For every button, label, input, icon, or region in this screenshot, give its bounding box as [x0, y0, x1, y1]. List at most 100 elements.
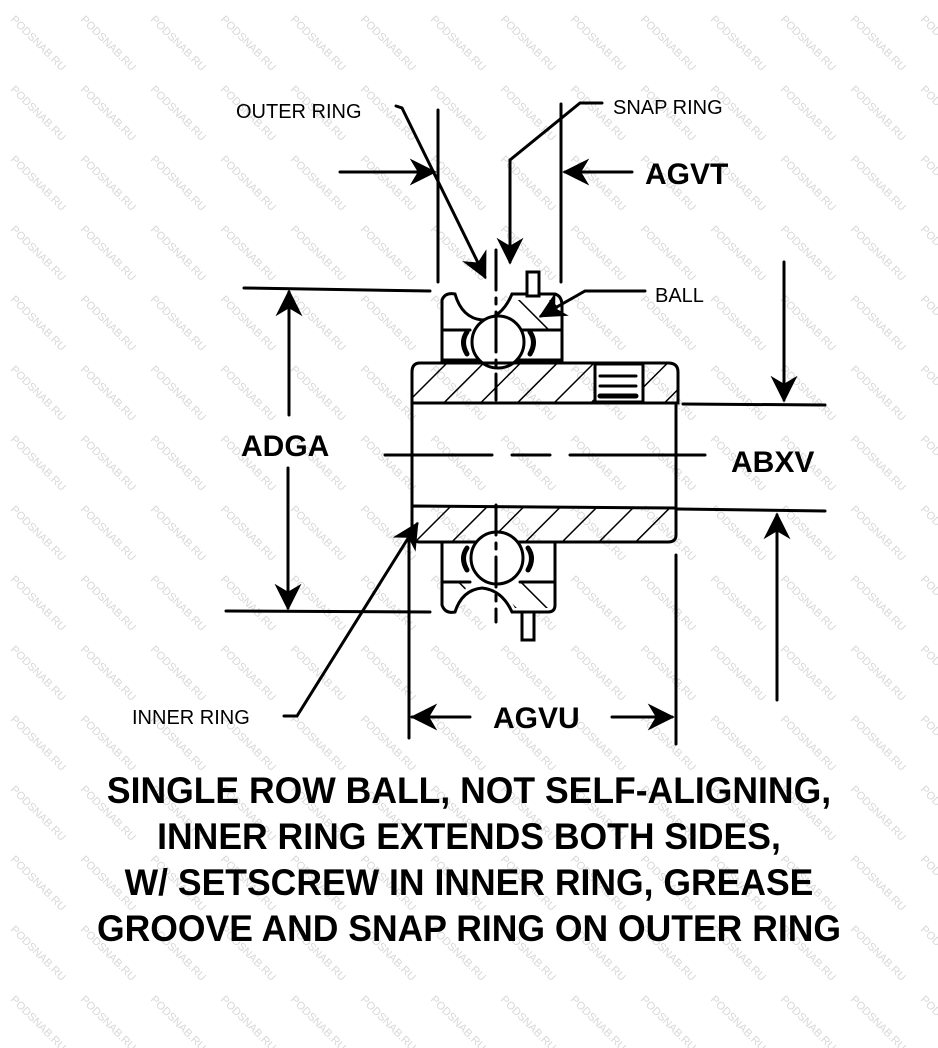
watermark-text: PODSNAB.RU	[918, 504, 938, 564]
watermark-text: PODSNAB.RU	[498, 84, 558, 144]
watermark-text: PODSNAB.RU	[78, 154, 138, 214]
watermark-text: PODSNAB.RU	[638, 644, 698, 704]
watermark-text: PODSNAB.RU	[148, 224, 208, 284]
watermark-text: PODSNAB.RU	[8, 574, 68, 634]
watermark-text: PODSNAB.RU	[148, 364, 208, 424]
watermark-text: PODSNAB.RU	[918, 644, 938, 704]
watermark-text: PODSNAB.RU	[8, 364, 68, 424]
watermark-text: PODSNAB.RU	[78, 994, 138, 1048]
label-ball: BALL	[655, 285, 704, 307]
watermark-text: PODSNAB.RU	[498, 14, 558, 74]
watermark-text: PODSNAB.RU	[8, 434, 68, 494]
watermark-text: PODSNAB.RU	[358, 994, 418, 1048]
watermark-text: PODSNAB.RU	[848, 434, 908, 494]
watermark-text: PODSNAB.RU	[568, 294, 628, 354]
diagram-caption: SINGLE ROW BALL, NOT SELF-ALIGNING, INNE…	[0, 768, 938, 952]
dim-abxv	[676, 260, 827, 702]
watermark-text: PODSNAB.RU	[78, 434, 138, 494]
leader-outer-ring	[394, 104, 487, 280]
watermark-text: PODSNAB.RU	[778, 154, 838, 214]
watermark-text: PODSNAB.RU	[568, 644, 628, 704]
leader-inner-ring	[282, 521, 419, 718]
watermark-text: PODSNAB.RU	[218, 574, 278, 634]
dim-adga	[224, 286, 432, 614]
watermark-text: PODSNAB.RU	[848, 224, 908, 284]
watermark-text: PODSNAB.RU	[498, 154, 558, 214]
watermark-text: PODSNAB.RU	[148, 994, 208, 1048]
watermark-text: PODSNAB.RU	[568, 434, 628, 494]
watermark-text: PODSNAB.RU	[288, 294, 348, 354]
watermark-text: PODSNAB.RU	[708, 14, 768, 74]
watermark-text: PODSNAB.RU	[848, 84, 908, 144]
watermark-text: PODSNAB.RU	[708, 644, 768, 704]
watermark-text: PODSNAB.RU	[78, 294, 138, 354]
watermark-text: PODSNAB.RU	[8, 714, 68, 774]
watermark-text: PODSNAB.RU	[638, 574, 698, 634]
watermark-text: PODSNAB.RU	[568, 14, 628, 74]
watermark-text: PODSNAB.RU	[918, 364, 938, 424]
watermark-text: PODSNAB.RU	[848, 14, 908, 74]
watermark-text: PODSNAB.RU	[638, 994, 698, 1048]
watermark-text: PODSNAB.RU	[218, 224, 278, 284]
watermark-text: PODSNAB.RU	[428, 644, 488, 704]
label-agvt: AGVT	[645, 158, 728, 191]
watermark-text: PODSNAB.RU	[288, 154, 348, 214]
watermark-text: PODSNAB.RU	[8, 644, 68, 704]
watermark-text: PODSNAB.RU	[358, 294, 418, 354]
watermark-text: PODSNAB.RU	[778, 714, 838, 774]
watermark-text: PODSNAB.RU	[8, 994, 68, 1048]
watermark-text: PODSNAB.RU	[78, 574, 138, 634]
watermark-text: PODSNAB.RU	[918, 154, 938, 214]
watermark-text: PODSNAB.RU	[148, 14, 208, 74]
watermark-text: PODSNAB.RU	[918, 434, 938, 494]
watermark-text: PODSNAB.RU	[218, 154, 278, 214]
watermark-text: PODSNAB.RU	[708, 714, 768, 774]
watermark-text: PODSNAB.RU	[708, 504, 768, 564]
watermark-text: PODSNAB.RU	[78, 644, 138, 704]
watermark-text: PODSNAB.RU	[78, 14, 138, 74]
watermark-text: PODSNAB.RU	[148, 574, 208, 634]
inner-ring-bottom	[410, 504, 678, 544]
watermark-text: PODSNAB.RU	[778, 994, 838, 1048]
watermark-text: PODSNAB.RU	[148, 644, 208, 704]
watermark-text: PODSNAB.RU	[288, 644, 348, 704]
watermark-text: PODSNAB.RU	[428, 14, 488, 74]
watermark-text: PODSNAB.RU	[638, 14, 698, 74]
watermark-text: PODSNAB.RU	[148, 504, 208, 564]
watermark-text: PODSNAB.RU	[78, 224, 138, 284]
watermark-text: PODSNAB.RU	[848, 714, 908, 774]
watermark-text: PODSNAB.RU	[218, 994, 278, 1048]
watermark-text: PODSNAB.RU	[358, 154, 418, 214]
watermark-text: PODSNAB.RU	[848, 154, 908, 214]
dim-agvt	[338, 102, 634, 284]
watermark-text: PODSNAB.RU	[498, 434, 558, 494]
watermark-text: PODSNAB.RU	[638, 224, 698, 284]
watermark-text: PODSNAB.RU	[218, 294, 278, 354]
watermark-text: PODSNAB.RU	[848, 994, 908, 1048]
watermark-text: PODSNAB.RU	[848, 294, 908, 354]
watermark-text: PODSNAB.RU	[778, 84, 838, 144]
watermark-text: PODSNAB.RU	[848, 644, 908, 704]
watermark-text: PODSNAB.RU	[8, 14, 68, 74]
watermark-text: PODSNAB.RU	[778, 224, 838, 284]
watermark-text: PODSNAB.RU	[918, 574, 938, 634]
watermark-text: PODSNAB.RU	[778, 644, 838, 704]
label-inner-ring: INNER RING	[132, 707, 250, 729]
label-adga: ADGA	[241, 430, 329, 463]
watermark-text: PODSNAB.RU	[288, 364, 348, 424]
watermark-text: PODSNAB.RU	[778, 14, 838, 74]
watermark-text: PODSNAB.RU	[498, 644, 558, 704]
watermark-text: PODSNAB.RU	[78, 714, 138, 774]
watermark-text: PODSNAB.RU	[148, 434, 208, 494]
watermark-text: PODSNAB.RU	[568, 224, 628, 284]
watermark-text: PODSNAB.RU	[428, 434, 488, 494]
caption-line-2: INNER RING EXTENDS BOTH SIDES,	[157, 816, 781, 857]
watermark-text: PODSNAB.RU	[218, 644, 278, 704]
watermark-text: PODSNAB.RU	[78, 364, 138, 424]
watermark-text: PODSNAB.RU	[848, 504, 908, 564]
watermark-text: PODSNAB.RU	[288, 14, 348, 74]
watermark-text: PODSNAB.RU	[918, 14, 938, 74]
watermark-text: PODSNAB.RU	[8, 294, 68, 354]
watermark-text: PODSNAB.RU	[498, 994, 558, 1048]
watermark-text: PODSNAB.RU	[358, 84, 418, 144]
